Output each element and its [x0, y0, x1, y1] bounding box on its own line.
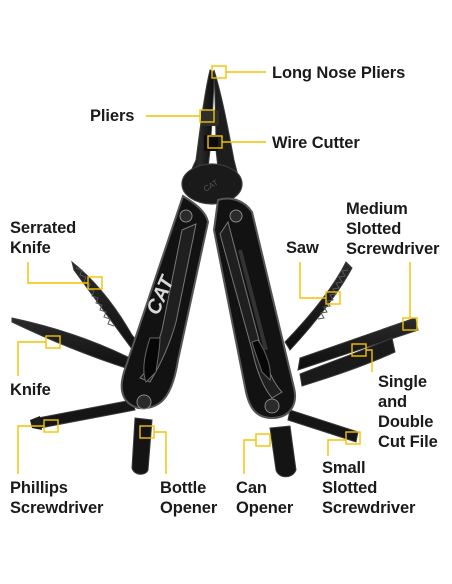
leader-small-screwdriver	[327, 439, 346, 456]
saw-blade	[284, 261, 353, 351]
right-handle-slot	[251, 339, 271, 382]
right-handle-screw-top	[229, 209, 243, 223]
label-serrated-knife: Serrated Knife	[10, 219, 77, 257]
left-handle-slot	[143, 337, 161, 383]
callout-box-file	[351, 343, 367, 357]
label-small-slotted-screwdriver: Small Slotted Screwdriver	[322, 459, 416, 517]
left-handle: CAT	[120, 194, 210, 410]
callout-box-small-screwdriver	[345, 431, 361, 445]
label-phillips-screwdriver: Phillips Screwdriver	[10, 479, 104, 517]
leader-can-opener	[243, 439, 256, 474]
bottle-opener-tool	[131, 417, 153, 475]
callout-box-phillips	[43, 419, 59, 433]
label-knife: Knife	[10, 381, 51, 399]
leader-phillips	[17, 425, 44, 474]
left-handle-screw-bottom	[136, 394, 152, 410]
callout-box-can-opener	[255, 433, 271, 447]
label-bottle-opener: Bottle Opener	[160, 479, 218, 517]
leader-serrated-knife	[27, 262, 88, 284]
callout-box-medium-screwdriver	[402, 317, 418, 331]
saw-teeth	[317, 269, 349, 320]
leader-file	[366, 349, 373, 372]
callout-box-knife	[45, 335, 61, 349]
right-handle-grip	[238, 249, 268, 351]
leader-bottle-opener	[154, 431, 167, 474]
right-handle-screw-bottom	[264, 398, 280, 414]
callouts	[17, 65, 418, 474]
right-handle	[212, 197, 296, 420]
left-handle-screw-top	[179, 209, 193, 223]
callout-box-bottle-opener	[139, 425, 155, 439]
label-saw: Saw	[286, 239, 319, 257]
phillips-screwdriver-shaft	[37, 399, 136, 429]
small-screwdriver-shaft	[287, 409, 359, 443]
plier-jaws: CAT	[181, 69, 243, 205]
callout-box-serrated-knife	[87, 276, 103, 290]
label-can-opener: Can Opener	[236, 479, 294, 517]
label-long-nose-pliers: Long Nose Pliers	[272, 64, 406, 82]
phillips-tip	[30, 416, 42, 430]
label-medium-slotted-screwdriver: Medium Slotted Screwdriver	[346, 200, 440, 258]
leader-knife	[17, 341, 46, 376]
callout-box-saw	[325, 291, 341, 305]
left-tools	[11, 260, 153, 475]
pliers-grip	[201, 110, 219, 126]
label-pliers: Pliers	[90, 107, 135, 125]
pivot-hub	[181, 163, 243, 205]
label-wire-cutter: Wire Cutter	[272, 134, 360, 152]
can-opener-tool	[269, 425, 297, 478]
serrated-edge	[75, 267, 115, 327]
label-single-double-cut-file: Single and Double Cut File	[378, 373, 438, 451]
leader-saw	[299, 262, 326, 299]
